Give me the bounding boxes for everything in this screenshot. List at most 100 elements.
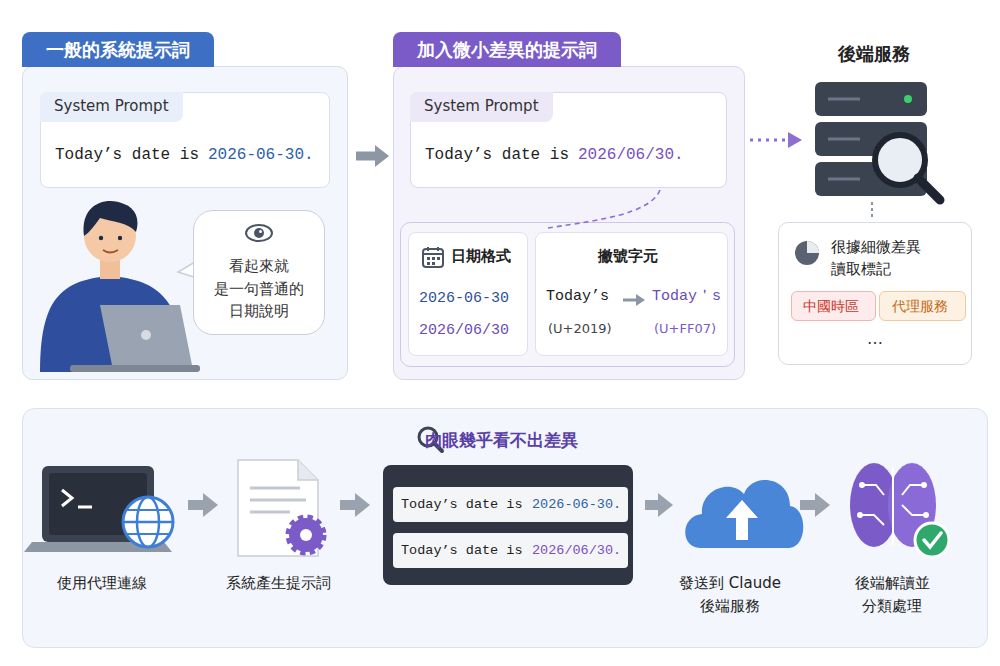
decor-shape (127, 509, 169, 511)
decor-shape (828, 98, 860, 101)
decor-shape (437, 257, 440, 260)
decor-shape (62, 490, 72, 506)
node-text: 中國時區 (792, 297, 870, 315)
decor-shape (70, 365, 200, 372)
node-text: 2026-06-30. (208, 145, 314, 166)
label-text: 系統產生提示詞 (216, 572, 340, 595)
decor-shape (924, 533, 941, 547)
decor-shape (394, 67, 745, 380)
decor-shape (437, 247, 439, 251)
decor-shape (127, 533, 169, 535)
decor-shape (859, 482, 865, 488)
decor-shape (815, 493, 830, 517)
node-text: 加入微小差異的提示詞 (393, 32, 621, 67)
icon (622, 293, 646, 307)
node-text: Today’s date is (425, 145, 569, 166)
label-text: 使用代理連線 (40, 572, 164, 595)
node-text: 肉眼幾乎看不出差異 (425, 429, 578, 451)
node-text: 2026-06-30. (532, 496, 621, 514)
preview-box: 肉眼幾乎看不出差異Today’s date is2026-06-30.Today… (383, 465, 633, 585)
decor-shape (923, 512, 929, 518)
flow-arrow (356, 145, 389, 167)
decor-shape (828, 178, 860, 181)
prompt-panel: 一般的系統提示詞System PromptToday’s date is2026… (22, 32, 348, 380)
decor-shape (203, 493, 218, 517)
decor-shape (904, 95, 912, 103)
decor-shape (289, 518, 323, 552)
decor-shape (828, 138, 860, 141)
node-text: Today’s (546, 287, 609, 307)
decor-shape (645, 500, 659, 510)
node-text: (U+FF07) (654, 321, 716, 338)
decor-shape (84, 201, 138, 236)
node-text: 日期格式 (451, 247, 511, 267)
node-text: 很據細微差異 讀取標記 (831, 237, 949, 281)
decor-shape (99, 236, 103, 240)
terminal-icon (24, 466, 173, 552)
icon (793, 239, 821, 267)
decor-shape (788, 132, 802, 148)
node-text: 代理服務 (880, 297, 960, 315)
decor-shape (427, 257, 430, 260)
brain-icon (850, 463, 949, 557)
label-text: 後端服務 (838, 42, 910, 65)
node-text: (U+2019) (548, 321, 612, 338)
decor-shape (921, 482, 927, 488)
decor-shape (815, 82, 927, 116)
node-text: Today＇s (652, 287, 721, 307)
person-illustration (40, 201, 200, 372)
node-text: Today’s date is (401, 542, 523, 560)
node-text: System Prompt (40, 92, 183, 122)
decor-shape (246, 225, 272, 241)
code-line: Today’s date is2026-06-30. (393, 487, 628, 522)
decor-shape (902, 485, 924, 495)
decor-shape (118, 236, 122, 240)
decor-shape (871, 202, 873, 220)
decor-shape (427, 247, 429, 251)
decor-shape (78, 506, 92, 509)
prompt-panel: 加入微小差異的提示詞System PromptToday’s date is20… (393, 32, 745, 380)
node-text: 看起來就 是一句普通的 日期說明 (206, 255, 312, 323)
decor-shape (100, 305, 192, 365)
decor-shape (432, 257, 435, 260)
decor-shape (658, 493, 673, 517)
decor-shape (300, 529, 312, 541)
node-text: 撇號字元 (598, 247, 658, 267)
decor-shape (356, 152, 377, 161)
decor-shape (892, 468, 894, 545)
decor-shape (23, 409, 988, 648)
decor-shape (123, 497, 173, 547)
decor-shape (862, 485, 884, 495)
prompt-box: System PromptToday’s date is2026-06-30. (40, 92, 330, 188)
tag: 中國時區 (791, 291, 876, 321)
decor-shape (355, 493, 370, 517)
decor-shape (340, 500, 356, 510)
cloud-upload-icon (685, 480, 803, 548)
decor-shape (188, 500, 204, 510)
decor-shape (298, 460, 318, 480)
decor-shape (860, 515, 884, 525)
decor-shape (141, 330, 151, 340)
node-text: 2026/06/30. (532, 542, 621, 560)
decor-shape (623, 299, 638, 302)
decor-shape (427, 262, 430, 265)
label-text: 發送到 Claude 後端服務 (668, 572, 792, 617)
prompt-box: System PromptToday’s date is2026/06/30. (410, 92, 727, 188)
label-text: 後端解讀並 分類處理 (842, 572, 942, 617)
decor-shape (401, 223, 735, 367)
decor-shape (902, 505, 926, 515)
speech-bubble: 看起來就 是一句普通的 日期說明 (193, 210, 325, 335)
tag: 代理服務 (879, 291, 966, 321)
decor-shape (800, 500, 816, 510)
node-text: 2026-06-30 (419, 289, 509, 309)
decor-shape (685, 480, 803, 548)
node-text: … (867, 329, 883, 350)
decor-shape (636, 294, 645, 306)
decor-shape (750, 139, 790, 142)
code-line: Today’s date is 2026/06/30. (393, 533, 628, 568)
decor-shape (915, 523, 949, 557)
document-icon (238, 460, 323, 556)
node-text: 2026/06/30. (578, 145, 684, 166)
decor-shape (423, 253, 443, 255)
